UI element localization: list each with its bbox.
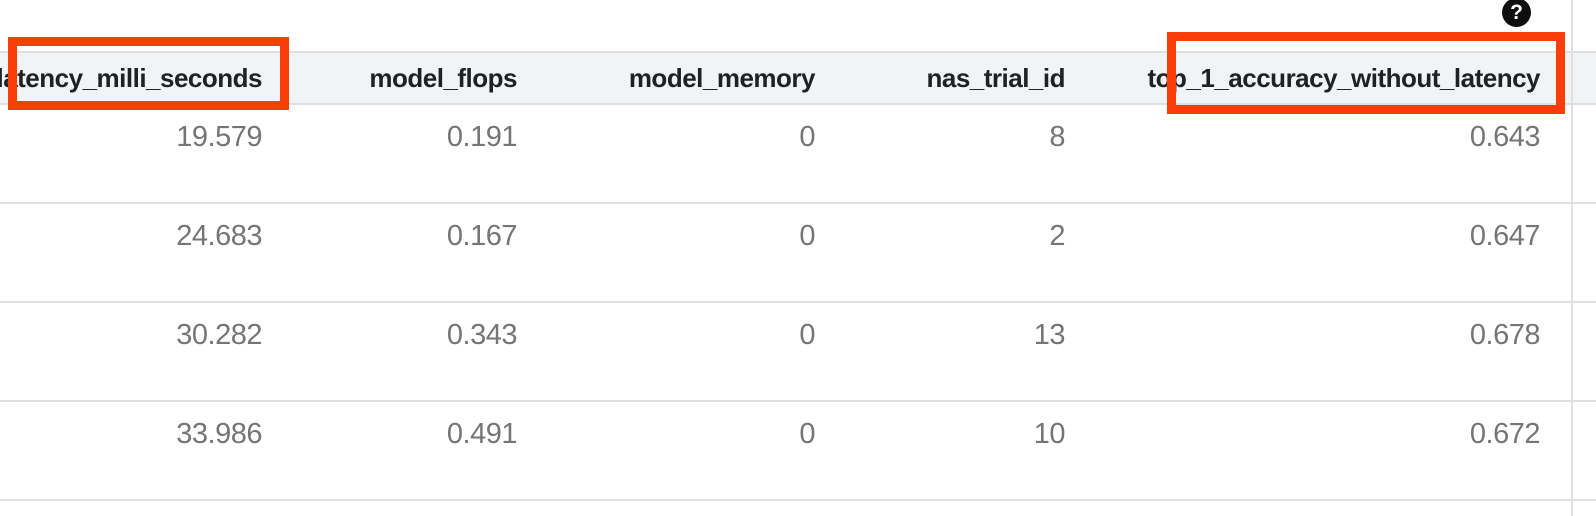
column-divider-line: [1571, 0, 1573, 516]
table-cell-nas_trial_id: 8: [1049, 121, 1065, 153]
table-cell-model_memory: 0: [799, 121, 815, 153]
table-cell-latency_milli_seconds: 24.683: [176, 220, 262, 252]
column-header-stub: [1572, 53, 1596, 103]
column-header-latency_milli_seconds[interactable]: latency_milli_seconds: [0, 62, 263, 93]
table-cell-nas_trial_id: 13: [1033, 319, 1066, 351]
table-cell-stub: [1572, 204, 1596, 301]
table-cell-top_1_accuracy_without_latency: 0.647: [1469, 220, 1541, 252]
table-cell-latency_milli_seconds: 19.579: [176, 121, 262, 153]
table-cell-nas_trial_id: 10: [1033, 418, 1066, 450]
table-cell-stub: [1572, 105, 1596, 202]
annotation-box-accuracy-column: [1167, 32, 1565, 114]
help-icon[interactable]: ?: [1502, 0, 1531, 27]
table-cell-stub: [1572, 303, 1596, 400]
table-cell-latency_milli_seconds: 30.282: [176, 319, 262, 351]
table-cell-model_memory: 0: [799, 220, 815, 252]
column-header-model_flops[interactable]: model_flops: [369, 62, 517, 93]
table-cell-model_flops: 0.167: [446, 220, 518, 252]
table-body: 19.579 0.191 0 8 0.643 24.683 0.167 0 2 0.647 30.2…: [0, 105, 1596, 501]
table-row: 33.986 0.491 0 10 0.672: [0, 402, 1596, 501]
table-cell-model_memory: 0: [799, 418, 815, 450]
table-cell-top_1_accuracy_without_latency: 0.643: [1469, 121, 1541, 153]
table-cell-top_1_accuracy_without_latency: 0.678: [1469, 319, 1541, 351]
table-cell-latency_milli_seconds: 33.986: [176, 418, 262, 450]
column-header-top_1_accuracy_without_latency[interactable]: top_1_accuracy_without_latency: [1147, 62, 1541, 93]
table-cell-model_flops: 0.191: [446, 121, 518, 153]
table-row: 19.579 0.191 0 8 0.643: [0, 105, 1596, 204]
table-cell-nas_trial_id: 2: [1049, 220, 1065, 252]
table-cell-top_1_accuracy_without_latency: 0.672: [1469, 418, 1541, 450]
metrics-table: latency_milli_seconds model_flops model_me…: [0, 51, 1596, 501]
table-header-row: latency_milli_seconds model_flops model_me…: [0, 51, 1596, 105]
table-row: 24.683 0.167 0 2 0.647: [0, 204, 1596, 303]
table-cell-model_flops: 0.491: [446, 418, 518, 450]
column-header-nas_trial_id[interactable]: nas_trial_id: [926, 62, 1065, 93]
column-header-model_memory[interactable]: model_memory: [628, 62, 816, 93]
table-row: 30.282 0.343 0 13 0.678: [0, 303, 1596, 402]
table-cell-model_memory: 0: [799, 319, 815, 351]
table-cell-stub: [1572, 402, 1596, 499]
table-cell-model_flops: 0.343: [446, 319, 518, 351]
annotation-box-latency-column: [8, 37, 289, 110]
